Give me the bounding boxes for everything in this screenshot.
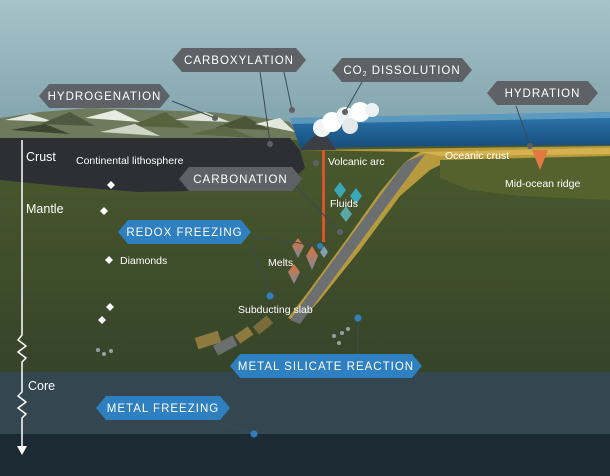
label-diamonds: Diamonds [120,255,167,267]
label-crust: Crust [26,150,56,164]
tag-carbonation-label: CARBONATION [193,174,288,186]
depth-arrow-icon [17,446,27,455]
tag-hydration-label: HYDRATION [505,88,581,100]
tag-hydration: HYDRATION [487,81,598,105]
leader-lines [171,71,531,435]
tag-carboxylation: CARBOXYLATION [172,48,306,72]
tag-metal-freezing: METAL FREEZING [96,396,230,420]
tag-metal-freezing-label: METAL FREEZING [107,403,219,415]
depth-axis [16,140,28,448]
tag-metal-silicate-reaction: METAL SILICATE REACTION [230,354,422,378]
tag-redox-freezing: REDOX FREEZING [118,220,251,244]
oceanic-crust [288,146,610,322]
label-mantle: Mantle [26,202,64,216]
leader-dots [212,107,533,438]
slab-fragments [194,315,274,356]
label-continental-lithosphere: Continental lithosphere [76,155,184,167]
oceanic-lithosphere [440,156,610,200]
label-melts: Melts [268,257,293,269]
tag-co2-dissolution: CO2 DISSOLUTION [332,58,472,82]
tag-carboxylation-label: CARBOXYLATION [184,55,294,67]
oceanic-crust-top [420,148,610,156]
label-core: Core [28,379,55,393]
fluids-drops [334,182,362,222]
core-layer [0,372,610,434]
label-mid-ocean-ridge: Mid-ocean ridge [505,178,580,190]
core-deep-layer [0,434,610,476]
tag-metal-silicate-reaction-label: METAL SILICATE REACTION [238,361,414,373]
ocean-surface [290,112,610,124]
mantle-dots [96,327,350,356]
tag-hydrogenation: HYDROGENATION [39,84,170,108]
magma-conduit [322,142,325,242]
label-fluids: Fluids [330,198,358,210]
mid-ocean-ridge-melt [532,150,548,170]
tag-co2-dissolution-label: CO2 DISSOLUTION [343,65,460,78]
label-subducting-slab: Subducting slab [238,304,313,316]
tag-redox-freezing-label: REDOX FREEZING [126,227,242,239]
tag-hydrogenation-label: HYDROGENATION [48,91,162,103]
label-volcanic-arc: Volcanic arc [328,156,385,168]
tag-carbonation: CARBONATION [179,167,302,191]
slab-surface [290,154,425,324]
diamond-markers [98,181,115,324]
label-oceanic-crust: Oceanic crust [445,150,509,162]
volcanic-plume [300,102,379,150]
